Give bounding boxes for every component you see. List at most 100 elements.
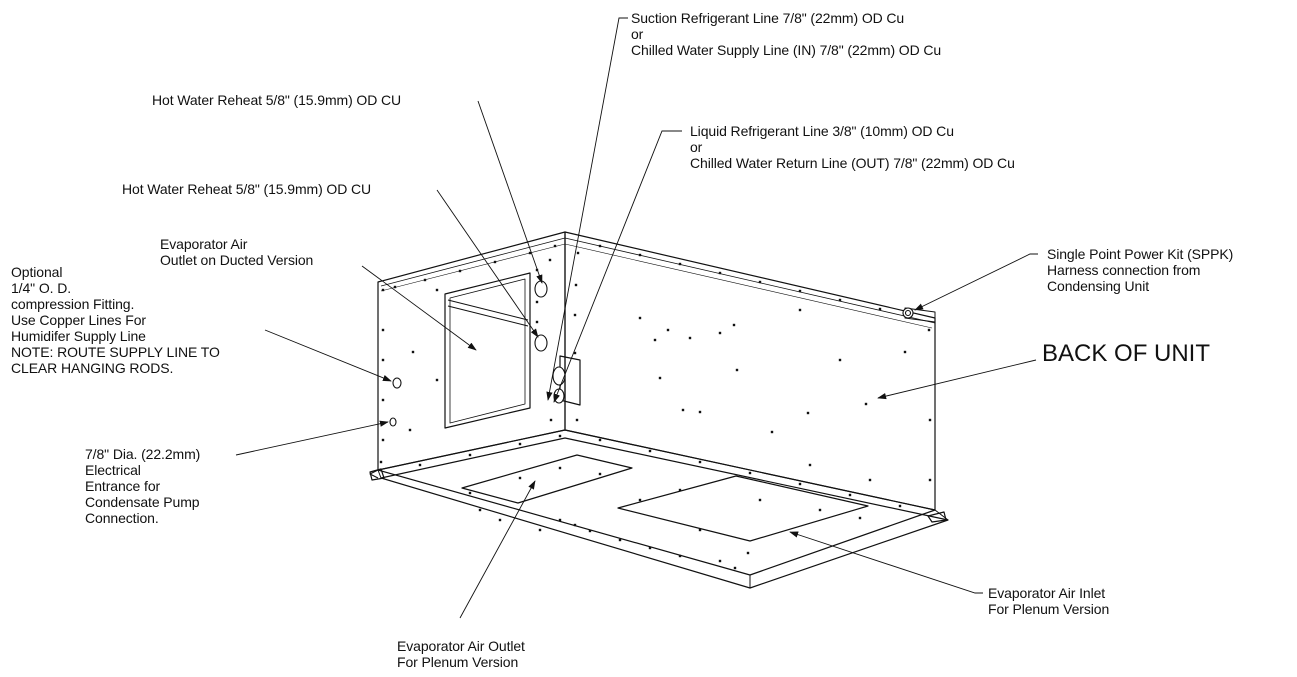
fastener-hole bbox=[864, 402, 868, 406]
fastener-hole bbox=[558, 518, 562, 522]
fastener-hole bbox=[553, 244, 557, 248]
plenum-outlet-opening bbox=[461, 454, 633, 504]
fastener-hole bbox=[558, 434, 562, 438]
fastener-hole bbox=[718, 271, 722, 275]
fastener-hole bbox=[458, 269, 462, 273]
fastener-hole bbox=[806, 411, 810, 415]
fastener-hole bbox=[478, 508, 482, 512]
fastener-hole bbox=[528, 251, 532, 255]
leader-humidifier bbox=[264, 329, 392, 382]
leader-back-of-unit bbox=[877, 359, 1037, 400]
fastener-hole bbox=[927, 328, 931, 332]
label-evap-outlet-plenum: Evaporator Air Outlet For Plenum Version bbox=[397, 638, 525, 670]
label-optional-fitting: Optional 1/4" O. D. compression Fitting.… bbox=[11, 264, 220, 376]
duct-outlet-opening bbox=[444, 272, 531, 429]
fastener-hole bbox=[535, 320, 539, 324]
fastener-hole bbox=[928, 478, 932, 482]
fastener-hole bbox=[838, 298, 842, 302]
fastener-hole bbox=[638, 316, 642, 320]
fastener-hole bbox=[666, 328, 670, 332]
fastener-hole bbox=[653, 338, 657, 342]
fastener-hole bbox=[648, 449, 652, 453]
fastener-hole bbox=[798, 289, 802, 293]
fastener-hole bbox=[718, 559, 722, 563]
reheat-port-upper bbox=[534, 280, 548, 298]
fastener-hole bbox=[928, 418, 932, 422]
fastener-hole bbox=[518, 476, 522, 480]
fastener-hole bbox=[518, 442, 522, 446]
fastener-hole bbox=[598, 472, 602, 476]
leader-liquid bbox=[553, 130, 682, 403]
fastener-hole bbox=[898, 504, 902, 508]
fastener-hole bbox=[468, 491, 472, 495]
fastener-hole bbox=[435, 378, 439, 382]
fastener-hole bbox=[498, 518, 502, 522]
fastener-hole bbox=[858, 516, 862, 520]
fastener-hole bbox=[658, 376, 662, 380]
fastener-hole bbox=[735, 368, 739, 372]
fastener-hole bbox=[598, 244, 602, 248]
fastener-hole bbox=[838, 358, 842, 362]
fastener-hole bbox=[903, 350, 907, 354]
fastener-hole bbox=[435, 288, 439, 292]
leader-sppk bbox=[914, 253, 1038, 311]
fastener-hole bbox=[393, 285, 397, 289]
fastener-hole bbox=[575, 418, 579, 422]
fastener-hole bbox=[732, 323, 736, 327]
fastener-hole bbox=[678, 262, 682, 266]
fastener-hole bbox=[588, 529, 592, 533]
fastener-hole bbox=[535, 300, 539, 304]
fastener-hole bbox=[618, 538, 622, 542]
leader-suction bbox=[546, 17, 628, 401]
fastener-hole bbox=[573, 313, 577, 317]
leader-reheat-upper bbox=[477, 100, 543, 284]
fastener-hole bbox=[573, 523, 577, 527]
fastener-hole bbox=[698, 528, 702, 532]
fastener-hole bbox=[648, 546, 652, 550]
fastener-hole bbox=[381, 398, 385, 402]
fastener-hole bbox=[678, 488, 682, 492]
fastener-hole bbox=[381, 358, 385, 362]
fastener-hole bbox=[468, 453, 472, 457]
fastener-hole bbox=[798, 308, 802, 312]
fastener-hole bbox=[868, 478, 872, 482]
fastener-hole bbox=[681, 408, 685, 412]
fastener-hole bbox=[411, 350, 415, 354]
fastener-hole bbox=[848, 493, 852, 497]
back-panel bbox=[564, 231, 936, 511]
fastener-hole bbox=[538, 528, 542, 532]
plenum-inlet-opening bbox=[617, 475, 869, 542]
fastener-hole bbox=[688, 336, 692, 340]
fastener-hole bbox=[493, 260, 497, 264]
fastener-hole bbox=[573, 351, 577, 355]
label-suction-line: Suction Refrigerant Line 7/8" (22mm) OD … bbox=[631, 10, 942, 58]
fastener-hole bbox=[678, 554, 682, 558]
fastener-hole bbox=[746, 551, 750, 555]
reheat-port-lower bbox=[534, 334, 548, 352]
fastener-hole bbox=[638, 253, 642, 257]
fastener-hole bbox=[548, 258, 552, 262]
fastener-hole bbox=[798, 482, 802, 486]
label-liquid-line: Liquid Refrigerant Line 3/8" (10mm) OD C… bbox=[690, 123, 1015, 171]
fastener-hole bbox=[748, 471, 752, 475]
fastener-hole bbox=[808, 463, 812, 467]
leader-duct-outlet bbox=[361, 265, 477, 351]
fastener-hole bbox=[598, 438, 602, 442]
label-electrical-entrance: 7/8" Dia. (22.2mm) Electrical Entrance f… bbox=[85, 446, 201, 526]
fastener-hole bbox=[549, 418, 553, 422]
humidifier-fitting bbox=[392, 377, 402, 389]
leader-reheat-lower bbox=[436, 189, 539, 338]
fastener-hole bbox=[698, 460, 702, 464]
fastener-hole bbox=[379, 460, 383, 464]
label-back-of-unit: BACK OF UNIT bbox=[1042, 340, 1211, 367]
fastener-hole bbox=[758, 498, 762, 502]
fastener-hole bbox=[381, 288, 385, 292]
fastener-hole bbox=[733, 566, 737, 570]
fastener-hole bbox=[574, 283, 578, 287]
fastener-hole bbox=[408, 428, 412, 432]
fastener-hole bbox=[878, 307, 882, 311]
fastener-hole bbox=[381, 438, 385, 442]
fastener-hole bbox=[423, 278, 427, 282]
